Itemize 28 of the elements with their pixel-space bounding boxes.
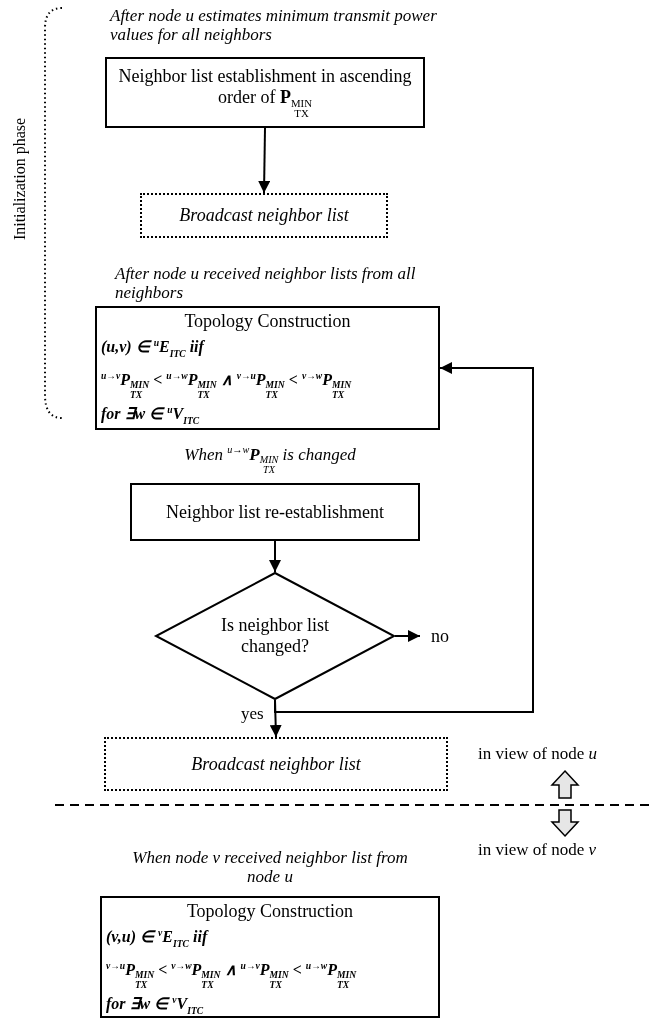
arrow: [394, 630, 421, 642]
caption-text: When node v received neighbor list from node u: [131, 848, 409, 886]
caption-text: After node u received neighbor lists from all neighbors: [115, 264, 417, 302]
formula-text: for ∃w ∈ $^{v}$V$_{ITC}$: [105, 993, 204, 1018]
process-box: [105, 57, 425, 128]
formula-text: (u,v) ∈ $^{u}$E$_{ITC}$ iif: [100, 336, 204, 361]
node-text: Neighbor list re-establishment: [166, 501, 384, 523]
node-text: Is neighbor list changed?: [220, 615, 330, 657]
arrow: [258, 127, 271, 194]
decision-diamond: [155, 572, 395, 700]
node-text: Broadcast neighbor list: [191, 753, 361, 775]
arrow: [274, 362, 534, 713]
process-box: [95, 306, 440, 430]
formula-text: (v,u) ∈ $^{v}$E$_{ITC}$ iif: [105, 926, 208, 951]
branch-label: no: [420, 623, 460, 649]
view-label: in view of node v: [478, 840, 597, 860]
broadcast-box: [140, 193, 388, 238]
phase-label: Initialization phase: [11, 116, 29, 243]
arrow: [269, 540, 281, 573]
formula-text: for ∃w ∈ $^{u}$V$_{ITC}$: [100, 403, 200, 428]
node-text: Topology Construction: [184, 311, 351, 332]
node-text: Broadcast neighbor list: [179, 205, 349, 226]
view-label: in view of node u: [478, 744, 597, 764]
process-box: [130, 483, 420, 541]
process-box: [100, 896, 440, 1018]
node-text: Topology Construction: [186, 901, 354, 922]
broadcast-box: [104, 737, 448, 791]
caption-text: After node u estimates minimum transmit power values for all neighbors: [110, 6, 438, 44]
